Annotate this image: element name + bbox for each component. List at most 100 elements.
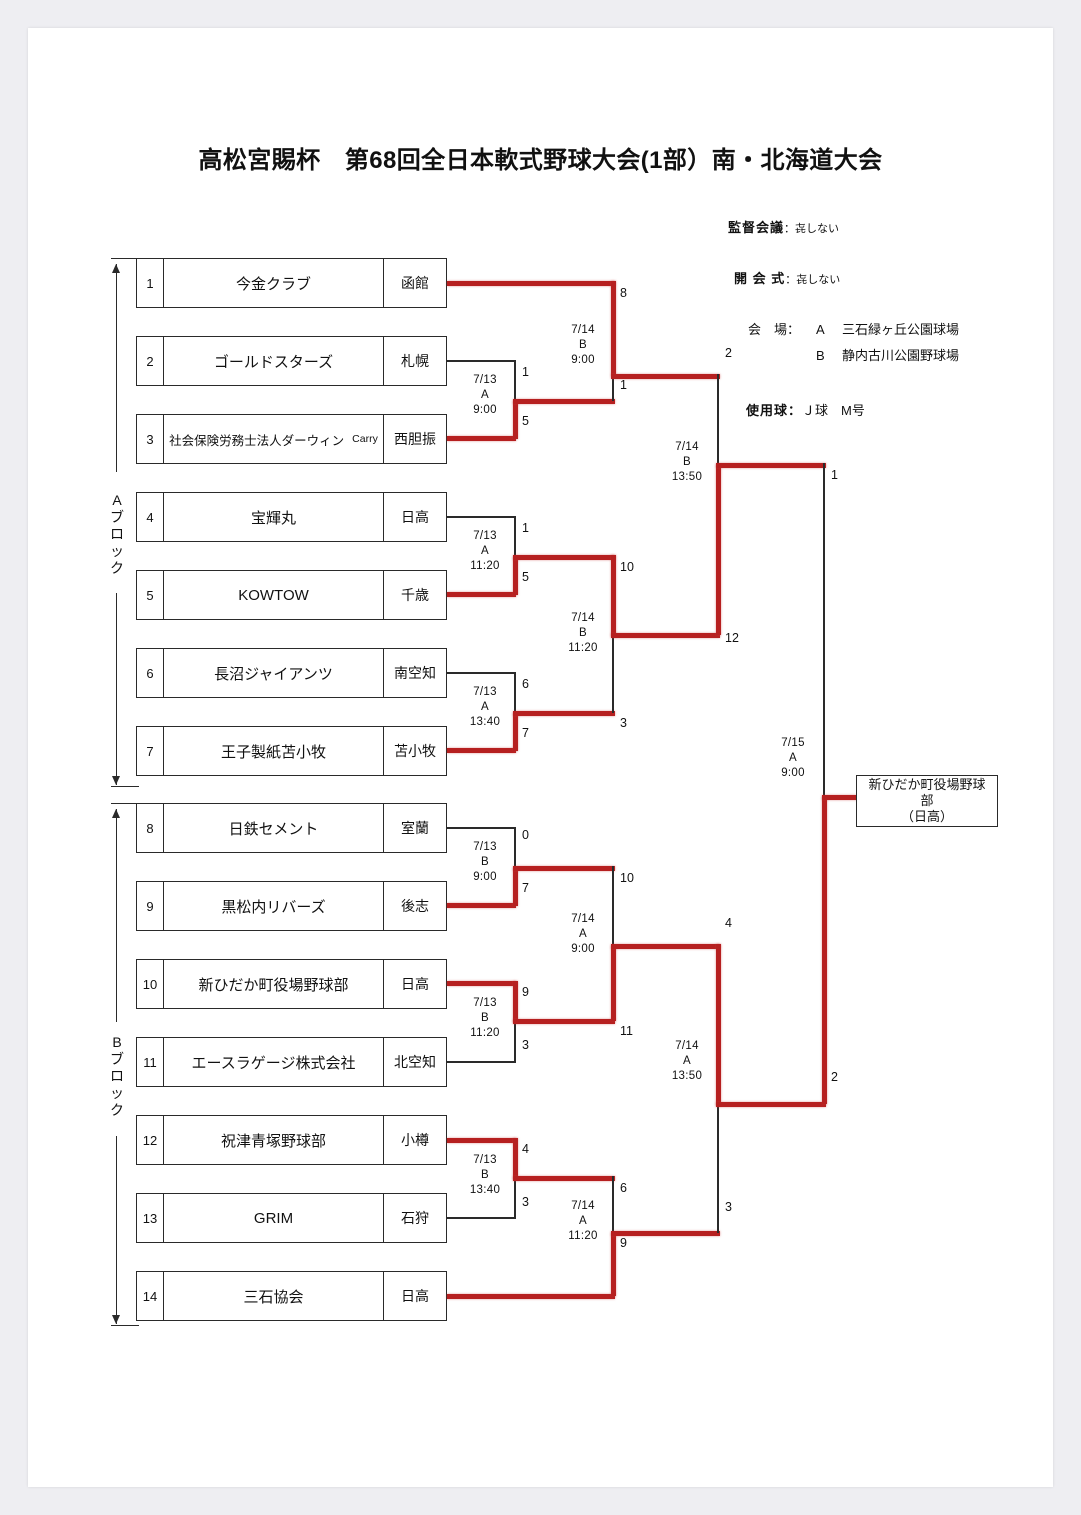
score-b-r2-bot-up: 6 [620,1181,627,1195]
line-team11-feed [447,1061,516,1063]
score-a-r1-45-bot: 5 [522,570,529,584]
team-row-9[interactable]: 9 黒松内リバーズ 後志 [136,881,447,931]
opening-ceremony-value: ：㐂しない [785,274,841,286]
team-name: エースラゲージ株式会社 [191,1054,356,1072]
line-team12-feed [447,1138,516,1143]
managers-meeting-label: 監督会議 [728,220,785,235]
team-row-1[interactable]: 1 今金クラブ 函館 [136,258,447,308]
score-a-r1-67-top: 6 [522,677,529,691]
venue-b-key: B [816,348,825,363]
champion-line-3: （日高） [900,809,953,824]
score-b-r2-bot-dn: 9 [620,1236,627,1250]
score-a-r2-top-up: 8 [620,286,627,300]
team-region: 日高 [383,960,446,1008]
team-name: 祝津青塚野球部 [220,1132,326,1150]
line-team8-feed [447,827,516,829]
team-row-10[interactable]: 10 新ひだか町役場野球部 日高 [136,959,447,1009]
line-match-a2-winner-riser [513,557,518,595]
score-grand-final-dn: 2 [831,1070,838,1084]
line-match-b6-winner-feed [716,1102,826,1107]
team-seed-number: 7 [137,727,164,775]
team-seed-number: 14 [137,1272,164,1320]
line-team2-feed [447,360,516,362]
team-region: 西胆振 [383,415,446,463]
venue-a-row: A 三石緑ヶ丘公園球場 [816,319,959,338]
team-row-13[interactable]: 13 GRIM 石狩 [136,1193,447,1243]
managers-meeting-info: 監督会議：㐂しない [728,217,839,236]
line-match-a1-winner-riser [513,401,518,439]
score-b-r1-89-top: 0 [522,828,529,842]
score-grand-final-up: 1 [831,468,838,482]
line-match-a4-winner-riser [611,281,616,376]
team-seed-number: 1 [137,259,164,307]
score-b-r2-top-dn: 11 [620,1024,633,1038]
team-region: 苫小牧 [383,727,446,775]
champion-line-1: 新ひだか町役場野球 [868,777,986,792]
line-match-b4-winner-feed [611,944,720,949]
document-page: 高松宮賜杯 第68回全日本軟式野球大会(1部）南・北海道大会 監督会議：㐂しない… [28,28,1053,1487]
score-b-r2-top-up: 10 [620,871,634,885]
line-grand-final-winner-feed [822,795,858,800]
line-match-a5-winner-riser [611,555,616,637]
score-a-r1-45-top: 1 [522,521,529,535]
score-a-final-dn: 12 [725,631,739,645]
team-row-6[interactable]: 6 長沼ジャイアンツ 南空知 [136,648,447,698]
champion-line-2: 部 [920,793,934,808]
line-match-b3-winner-feed [513,1176,615,1181]
line-grand-final-winner-riser [822,797,827,1104]
line-team6-feed [447,672,516,674]
team-seed-number: 6 [137,649,164,697]
line-team1-feed [447,281,615,286]
block-a-label: A ブ ロ ッ ク [110,492,124,576]
venue-a-name: 三石緑ヶ丘公園球場 [842,322,960,337]
line-team13-feed [447,1217,516,1219]
venue-label: 会 場： [748,322,801,337]
team-row-12[interactable]: 12 祝津青塚野球部 小樽 [136,1115,447,1165]
team-row-14[interactable]: 14 三石協会 日高 [136,1271,447,1321]
team-seed-number: 11 [137,1038,164,1086]
team-seed-number: 4 [137,493,164,541]
line-match-b1-winner-feed [513,866,615,871]
team-name: 三石協会 [243,1288,304,1306]
tournament-bracket-sheet: 高松宮賜杯 第68回全日本軟式野球大会(1部）南・北海道大会 監督会議：㐂しない… [28,28,1053,1487]
score-b-final-up: 4 [725,916,732,930]
venue-a-key: A [816,322,825,337]
line-match-a3-winner-riser [513,713,518,751]
team-row-4[interactable]: 4 宝輝丸 日高 [136,492,447,542]
line-match-b3-winner-riser [513,1138,518,1180]
team-seed-number: 8 [137,804,164,852]
team-row-8[interactable]: 8 日鉄セメント 室蘭 [136,803,447,853]
line-team10-feed [447,981,516,986]
score-a-r2-bot-up: 10 [620,560,634,574]
score-b-final-dn: 3 [725,1200,732,1214]
score-b-r1-89-bot: 7 [522,881,529,895]
line-match-a6-winner-feed [716,463,826,468]
team-row-2[interactable]: 2 ゴールドスターズ 札幌 [136,336,447,386]
score-a-r2-top-dn: 1 [620,378,627,392]
ball-info: 使用球：Ｊ球 M号 [746,400,865,419]
team-name: ゴールドスターズ [213,353,334,371]
block-b-label: B ブ ロ ッ ク [110,1034,124,1118]
team-row-7[interactable]: 7 王子製紙苫小牧 苫小牧 [136,726,447,776]
team-row-5[interactable]: 5 KOWTOW 千歳 [136,570,447,620]
line-match-a6-winner-riser [716,465,721,635]
champion-box[interactable]: 新ひだか町役場野球 部 （日高） [856,775,998,827]
line-match-b4-bracket [612,866,614,1021]
team-row-11[interactable]: 11 エースラゲージ株式会社 北空知 [136,1037,447,1087]
team-region: 千歳 [383,571,446,619]
team-seed-number: 13 [137,1194,164,1242]
line-match-b5-winner-riser [611,1233,616,1296]
block-b-bottom-cap [111,1325,139,1327]
line-match-b1-winner-riser [513,868,518,906]
line-match-b2-winner-feed [513,1019,615,1024]
